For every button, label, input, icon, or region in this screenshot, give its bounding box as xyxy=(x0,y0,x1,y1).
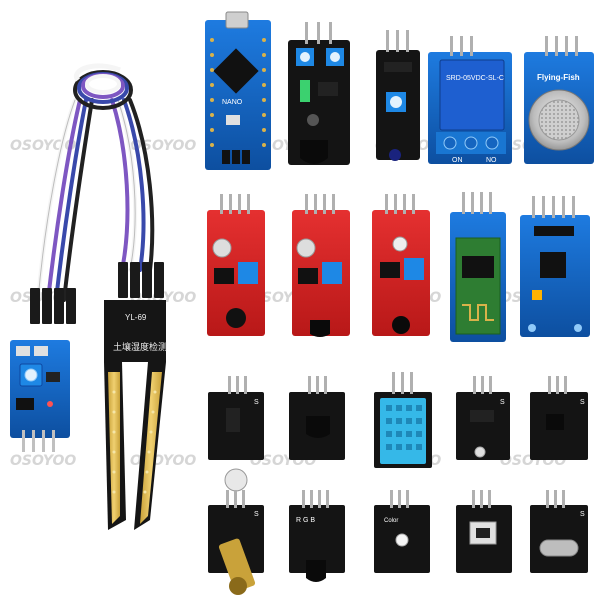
red-flame-module xyxy=(372,194,430,336)
probe-chinese-label: 土壤湿度检测 xyxy=(113,341,167,353)
laser-head xyxy=(218,538,256,592)
black-wire xyxy=(128,98,155,272)
blue-wire xyxy=(122,98,146,272)
dupont-connectors-left xyxy=(30,288,76,324)
antenna-trace xyxy=(462,304,494,321)
rgb-label: R G B xyxy=(296,517,315,524)
pin-s-label: S xyxy=(500,399,505,406)
relay-body xyxy=(439,59,505,131)
red-sensor-module-transistor xyxy=(292,194,350,337)
purple-wire xyxy=(46,98,82,302)
black-wire xyxy=(62,98,94,302)
probe-gold-trace-right xyxy=(140,372,162,524)
watermark-text: OSOYOO xyxy=(130,138,196,154)
watermark-text: OSOYOO xyxy=(10,138,76,154)
ir-led xyxy=(389,149,401,161)
rgb-module: R G B xyxy=(289,490,345,582)
led xyxy=(47,401,53,407)
black-module-transistor xyxy=(289,376,345,460)
two-color-led-module: Color xyxy=(374,490,430,573)
jumper-cap xyxy=(300,80,310,102)
relay-no-label: NO xyxy=(486,157,497,164)
purple-wire xyxy=(110,98,130,272)
watermark-text: OSOYOO xyxy=(10,453,76,469)
potentiometer xyxy=(238,262,258,284)
comparator-chip xyxy=(16,398,34,410)
temperature-transistor xyxy=(310,320,330,337)
button-module xyxy=(456,490,512,573)
white-led xyxy=(224,468,248,492)
white-wire-outline xyxy=(117,99,136,271)
arduino-nano-board: NANO xyxy=(205,11,271,170)
laser-module: S xyxy=(208,490,264,595)
microphone xyxy=(226,308,246,328)
sensor-chip xyxy=(540,252,566,278)
jumper-cable-bundle xyxy=(36,98,155,302)
gas-sensor-module: Flying-Fish xyxy=(524,36,594,164)
pin-s-label: S xyxy=(254,399,259,406)
ir-receiver xyxy=(300,140,328,164)
pin-s-label: S xyxy=(580,399,585,406)
flame-sensor-led xyxy=(392,316,410,334)
usb-connector xyxy=(225,11,249,29)
dupont-connectors-right xyxy=(118,262,164,298)
black-module-hall: S xyxy=(530,376,588,460)
color-label: Color xyxy=(384,518,398,524)
dual-potentiometer-module xyxy=(288,22,350,165)
potentiometer xyxy=(322,262,342,284)
probe-gold-trace-left xyxy=(108,372,120,524)
accelerometer-module xyxy=(520,196,590,337)
moisture-control-board xyxy=(10,340,70,452)
relay-module: SRD-05VDC-SL-C ON NO xyxy=(428,36,512,164)
nano-label: NANO xyxy=(222,99,243,106)
relay-rating: SRD-05VDC-SL-C xyxy=(446,75,504,82)
potentiometer xyxy=(404,258,424,280)
vibration-module: S xyxy=(530,490,588,573)
bluetooth-module xyxy=(450,192,506,342)
tilt-switch xyxy=(539,539,579,557)
probe-contact-dots xyxy=(112,390,157,494)
ir-obstacle-module xyxy=(376,30,420,161)
pin-s-label: S xyxy=(254,511,259,518)
blue-wire xyxy=(54,98,88,302)
soil-moisture-probe: YL-69 土壤湿度检测 xyxy=(104,300,167,530)
black-module-laser-led: S xyxy=(208,376,264,492)
relay-on-label: ON xyxy=(452,157,463,164)
microcontroller-chip xyxy=(213,48,259,94)
black-module-reed: S xyxy=(456,376,510,460)
cable-knot xyxy=(73,63,133,110)
pin-s-label: S xyxy=(580,511,585,518)
white-wire-outline xyxy=(37,99,76,301)
dht11-module xyxy=(374,372,432,468)
gas-sensor-label: Flying-Fish xyxy=(537,73,580,82)
red-sound-module xyxy=(207,194,265,336)
probe-model-label: YL-69 xyxy=(125,313,147,322)
